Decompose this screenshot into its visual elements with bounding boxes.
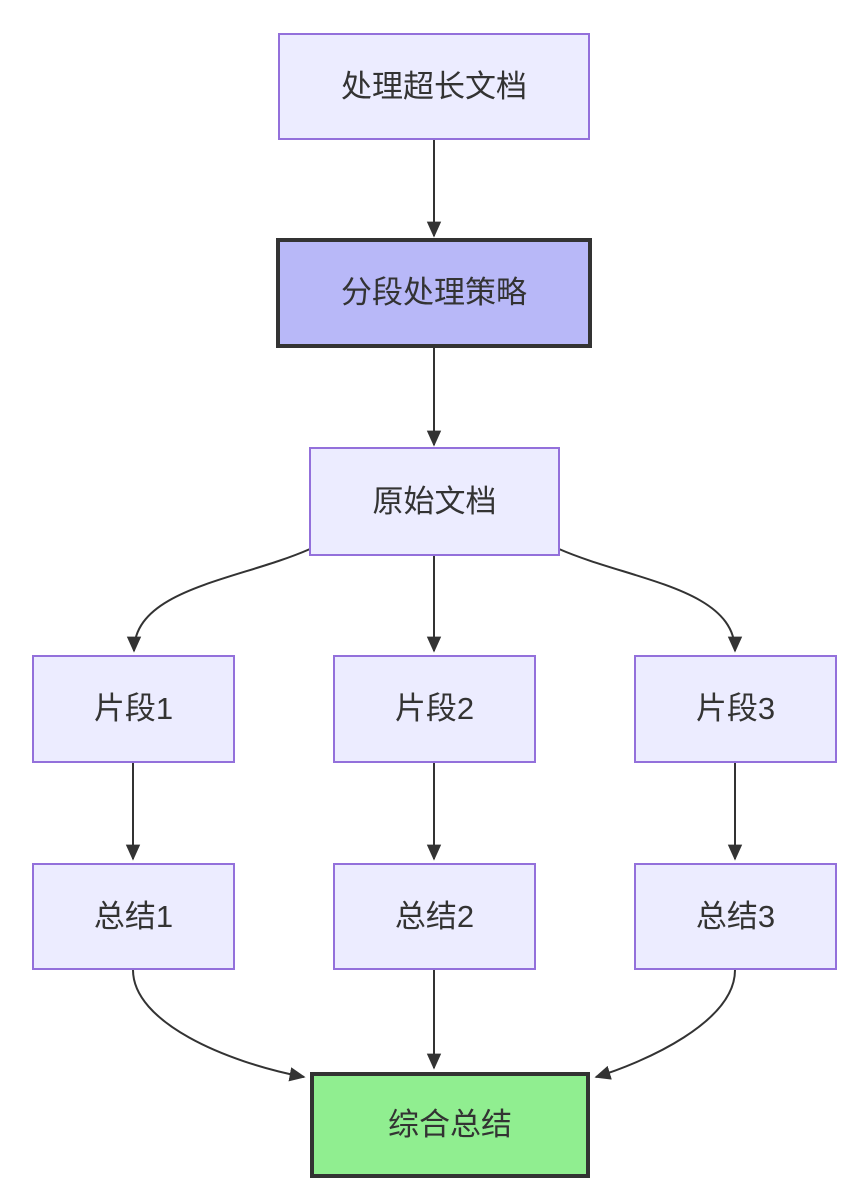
node-fragment-2: 片段2 — [333, 655, 536, 763]
node-label: 总结2 — [394, 898, 475, 934]
node-process-long-document: 处理超长文档 — [278, 33, 590, 140]
node-label: 总结1 — [93, 898, 174, 934]
node-label: 综合总结 — [388, 1107, 512, 1143]
node-combined-summary: 综合总结 — [310, 1072, 590, 1178]
node-label: 原始文档 — [372, 483, 497, 519]
edge-g-j — [132, 969, 306, 1082]
node-label: 处理超长文档 — [341, 68, 527, 104]
node-label: 片段1 — [93, 691, 174, 727]
node-original-document: 原始文档 — [309, 447, 560, 556]
node-label: 片段3 — [695, 691, 776, 727]
node-summary-1: 总结1 — [32, 863, 235, 970]
node-summary-2: 总结2 — [333, 863, 536, 970]
edge-c-d — [126, 548, 311, 653]
node-label: 分段处理策略 — [341, 275, 527, 311]
node-label: 总结3 — [695, 898, 776, 934]
node-fragment-1: 片段1 — [32, 655, 235, 763]
node-segmentation-strategy: 分段处理策略 — [276, 238, 592, 348]
node-label: 片段2 — [394, 691, 475, 727]
node-fragment-3: 片段3 — [634, 655, 837, 763]
edge-i-j — [594, 969, 736, 1080]
edge-c-f — [558, 548, 743, 653]
node-summary-3: 总结3 — [634, 863, 837, 970]
